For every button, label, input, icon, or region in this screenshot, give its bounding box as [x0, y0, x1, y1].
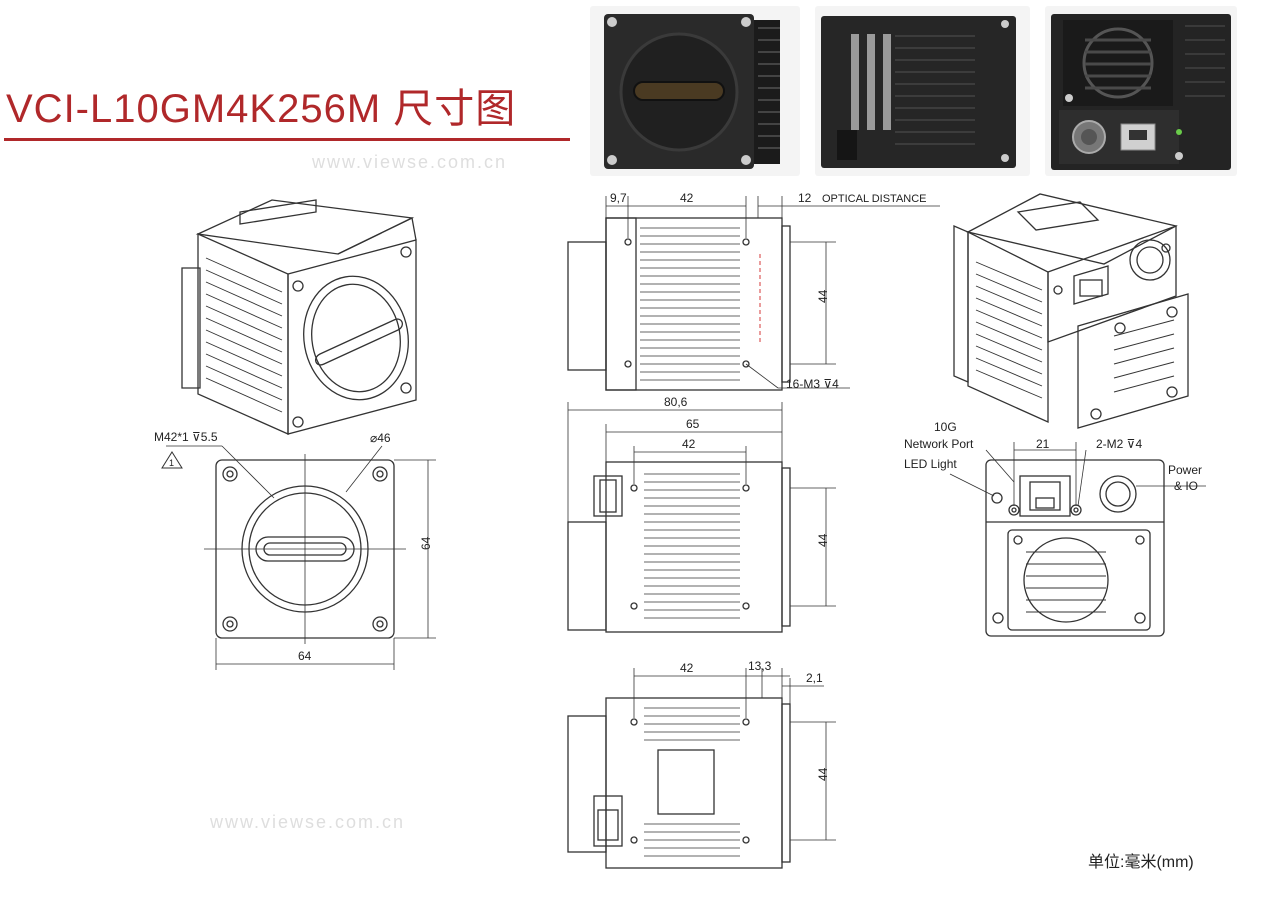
rear-view: 10G Network Port LED Light 21 2-M2 ⊽4 Po… — [904, 420, 1206, 637]
photo-front — [590, 6, 800, 176]
top-dim-mid: 42 — [680, 191, 694, 205]
unit-label: 单位:毫米(mm) — [1088, 854, 1194, 871]
side-view: 80,6 65 42 44 — [567, 395, 836, 633]
front-note-number: 1 — [169, 458, 174, 468]
page-title: VCI-L10GM4K256M 尺寸图 — [6, 87, 517, 131]
rear-led-label: LED Light — [904, 457, 957, 471]
iso-view-front — [181, 199, 417, 436]
top-optical-label: OPTICAL DISTANCE — [822, 193, 927, 205]
front-diameter-label: ⌀46 — [370, 431, 391, 445]
top-hole-label: 16-M3 ⊽4 — [786, 377, 839, 391]
rear-power-label-1: Power — [1168, 463, 1202, 477]
watermark-bottom: www.viewse.com.cn — [210, 812, 406, 832]
side-dim-overall: 80,6 — [664, 395, 688, 409]
rear-power-label-2: & IO — [1174, 479, 1198, 493]
title-underline — [4, 138, 570, 141]
bottom-dim-flange: 2,1 — [806, 671, 823, 685]
front-height-label: 64 — [419, 536, 433, 550]
bottom-height-label: 44 — [816, 767, 830, 781]
iso-view-rear — [953, 193, 1189, 429]
top-dim-right: 12 — [798, 191, 812, 205]
side-height-label: 44 — [816, 533, 830, 547]
rear-screw-label: 2-M2 ⊽4 — [1096, 437, 1142, 451]
top-dim-left: 9,7 — [610, 191, 627, 205]
photo-side — [815, 6, 1030, 176]
front-view: M42*1 ⊽5.5 1 ⌀46 64 64 — [154, 430, 436, 670]
front-thread-label: M42*1 ⊽5.5 — [154, 430, 218, 444]
top-view: 9,7 42 12 OPTICAL DISTANCE 44 16-M3 ⊽4 — [567, 191, 940, 391]
bottom-dim-holes: 42 — [680, 661, 694, 675]
side-dim-holes: 42 — [682, 437, 696, 451]
watermark-top: www.viewse.com.cn — [312, 152, 508, 172]
rear-network-label-1: 10G — [934, 420, 957, 434]
rear-dim-spacing: 21 — [1036, 437, 1050, 451]
front-width-label: 64 — [298, 649, 312, 663]
bottom-dim-offset: 13,3 — [748, 659, 772, 673]
bottom-view: 42 13,3 2,1 44 — [567, 659, 836, 869]
photo-rear — [1045, 6, 1237, 176]
rear-network-label-2: Network Port — [904, 437, 974, 451]
side-dim-body: 65 — [686, 417, 700, 431]
top-height-label: 44 — [816, 289, 830, 303]
